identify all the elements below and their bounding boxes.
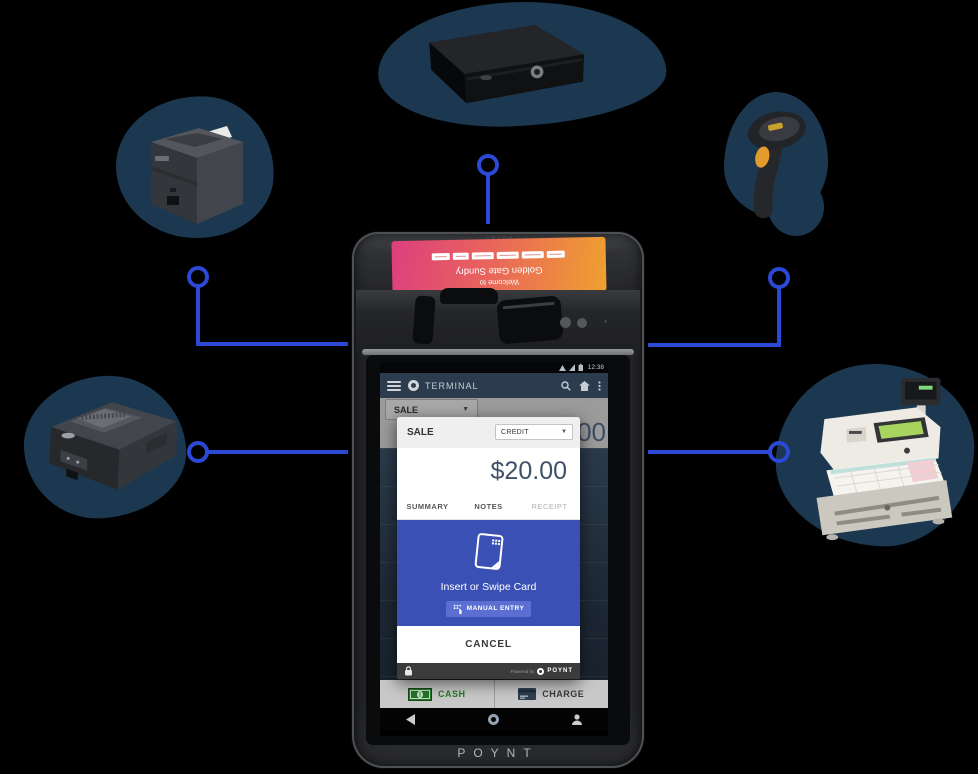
connector-impact-printer: [187, 441, 348, 463]
card-logo: [432, 253, 451, 261]
cash-button[interactable]: CASH: [380, 680, 494, 708]
payment-dialog: SALE CREDIT ▼ $20.00 SUMMARY NOTES RECEI…: [397, 417, 580, 679]
tab-summary[interactable]: SUMMARY: [406, 502, 449, 512]
app-bar-title: TERMINAL: [425, 380, 479, 391]
tender-select[interactable]: CREDIT ▼: [495, 424, 573, 441]
terminal-device: POYNT Welcome to Golden Gate Sundry: [352, 232, 644, 768]
hamburger-menu-icon[interactable]: [387, 380, 401, 391]
welcome-line1: Welcome to: [479, 277, 520, 288]
mic-dot: [604, 320, 607, 323]
card-instruction: Insert or Swipe Card: [440, 580, 537, 593]
poynt-home-icon[interactable]: [488, 713, 499, 725]
back-icon[interactable]: [406, 713, 415, 725]
powered-brand: POYNT: [547, 668, 573, 675]
charge-button[interactable]: CHARGE: [495, 680, 609, 708]
cash-register-image: [816, 377, 953, 541]
lock-icon: [405, 666, 412, 676]
background-amount-fragment: 00: [577, 417, 606, 447]
android-nav-bar: [380, 708, 608, 730]
manual-entry-button[interactable]: MANUAL ENTRY: [445, 600, 532, 617]
status-bar: 12:38: [380, 362, 608, 373]
chevron-down-icon: ▼: [561, 429, 567, 436]
overflow-menu-icon[interactable]: [598, 380, 601, 391]
user-icon[interactable]: [572, 713, 582, 725]
blob-barcode-scanner-2: [768, 178, 824, 236]
terminal-brand-bottom: POYNT: [457, 746, 539, 760]
welcome-line2: Golden Gate Sundry: [455, 264, 543, 277]
dialog-title: SALE: [407, 426, 434, 438]
manual-entry-icon: [453, 604, 462, 614]
insert-card-icon: [474, 532, 503, 570]
clock: 12:38: [587, 364, 604, 371]
banknote-icon: [407, 687, 432, 701]
camera-dots: [560, 315, 593, 333]
printer-latch-right: [496, 295, 564, 345]
customer-display: Welcome to Golden Gate Sundry: [391, 236, 607, 296]
cancel-button[interactable]: CANCEL: [397, 626, 580, 664]
connector-barcode-scanner: [648, 267, 790, 347]
printer-cover: [440, 288, 498, 304]
credit-card-icon: [518, 688, 537, 700]
connector-cash-register: [648, 441, 790, 463]
card-logo: [453, 252, 470, 260]
bezel-strip: [362, 349, 634, 355]
barcode-scanner-image: [747, 111, 806, 219]
card-prompt-panel: Insert or Swipe Card MANUAL ENTRY: [397, 519, 580, 627]
connector-cash-drawer: [477, 154, 499, 224]
tab-notes[interactable]: NOTES: [474, 502, 503, 512]
connector-receipt-printer: [187, 266, 348, 346]
card-logo: [522, 251, 545, 259]
receipt-printer-image: [151, 126, 243, 224]
printer-latch-left: [412, 295, 436, 345]
card-logo: [547, 250, 566, 258]
amount-display: $20.00: [490, 456, 567, 485]
poynt-footer-logo-icon: [537, 667, 545, 675]
dialog-header: SALE CREDIT ▼: [397, 417, 580, 448]
powered-by-label: Powered by: [510, 668, 535, 674]
chevron-down-icon: ▼: [462, 406, 469, 413]
app-bar: TERMINAL: [380, 373, 608, 398]
impact-printer-image: [49, 402, 177, 490]
poynt-logo-icon: [408, 380, 419, 391]
dialog-tabs: SUMMARY NOTES RECEIPT: [397, 495, 580, 520]
cash-drawer-image: [429, 24, 585, 104]
search-icon[interactable]: [561, 380, 571, 391]
home-icon[interactable]: [579, 380, 590, 391]
tab-receipt[interactable]: RECEIPT: [531, 502, 568, 512]
card-logo: [497, 251, 520, 260]
card-logo: [472, 252, 495, 260]
card-brand-logos: [432, 250, 566, 261]
dialog-footer: Powered by POYNT: [397, 663, 580, 679]
merchant-screen: 12:38 TERMINAL: [380, 362, 608, 736]
status-icons: [558, 363, 583, 371]
action-bar-divider: [493, 680, 495, 708]
tender-action-bar: CASH CHARGE: [380, 680, 608, 708]
